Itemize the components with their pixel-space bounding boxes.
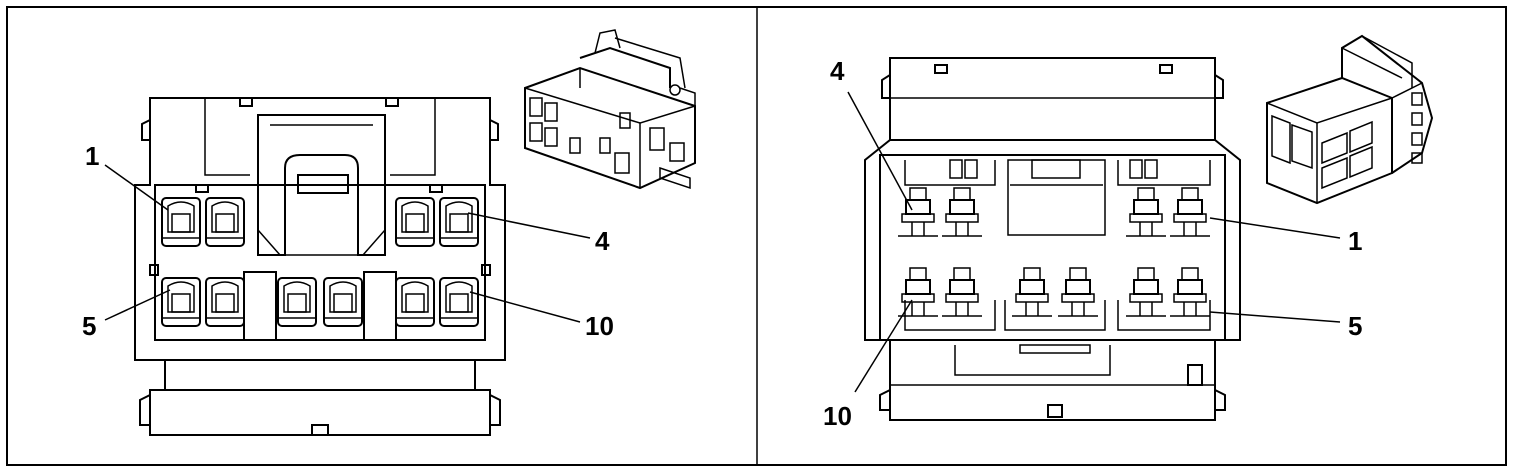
left-panel: 1 4 5 10 (82, 29, 696, 436)
right-terminal (1126, 187, 1166, 237)
right-connector-body (864, 57, 1241, 421)
right-terminal (898, 267, 938, 317)
right-terminal (942, 187, 982, 237)
right-bottom-row-terminals (898, 267, 1210, 317)
left-cavity (395, 277, 435, 327)
right-panel: 4 1 10 5 (823, 34, 1434, 431)
left-label-pin-10: 10 (585, 311, 614, 341)
left-connector-body (134, 97, 506, 436)
right-label-pin-5: 5 (1348, 311, 1362, 341)
right-terminal (1058, 267, 1098, 317)
leader-line-right-pin-10 (854, 299, 913, 393)
left-cavity (205, 197, 245, 247)
left-cavity (395, 197, 435, 247)
right-label-pin-1: 1 (1348, 226, 1362, 256)
right-connector-thumbnail (1266, 34, 1434, 205)
left-cavity (439, 277, 479, 327)
leader-line-left-pin-1 (104, 164, 169, 211)
left-cavity (277, 277, 317, 327)
right-label-pin-4: 4 (830, 56, 845, 86)
left-cavity (205, 277, 245, 327)
left-cavity (323, 277, 363, 327)
left-top-row-cavities (161, 197, 479, 247)
left-bottom-row-cavities (161, 277, 479, 327)
leader-line-left-pin-5 (104, 289, 171, 321)
right-terminal (1012, 267, 1052, 317)
leader-line-right-pin-5 (1209, 311, 1341, 323)
right-terminal (1170, 187, 1210, 237)
right-terminal (942, 267, 982, 317)
left-connector-thumbnail (524, 29, 696, 190)
left-label-pin-1: 1 (85, 141, 99, 171)
right-terminal (1126, 267, 1166, 317)
leader-line-right-pin-4 (847, 91, 913, 211)
right-label-pin-10: 10 (823, 401, 852, 431)
right-top-row-terminals (898, 187, 1210, 237)
left-label-pin-5: 5 (82, 311, 96, 341)
right-terminal (898, 187, 938, 237)
left-cavity (161, 197, 201, 247)
leader-line-left-pin-4 (467, 212, 591, 239)
left-cavity (161, 277, 201, 327)
left-label-pin-4: 4 (595, 226, 610, 256)
leader-line-right-pin-1 (1209, 217, 1341, 239)
leader-line-left-pin-10 (469, 291, 581, 323)
left-cavity (439, 197, 479, 247)
right-terminal (1170, 267, 1210, 317)
